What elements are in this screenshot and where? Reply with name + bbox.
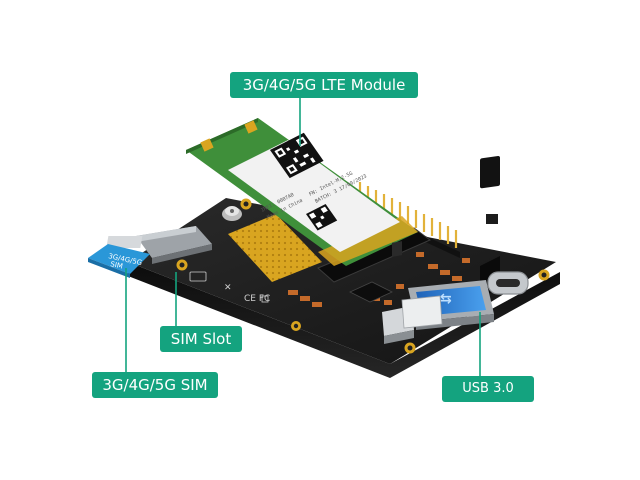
sim-card-callout: 3G/4G/5G SIM bbox=[92, 372, 218, 398]
gold-pad-area bbox=[228, 214, 322, 282]
usb3-callout: USB 3.0 bbox=[442, 376, 534, 402]
qr-code-large bbox=[270, 132, 324, 179]
sim-card-line-2: SIM bbox=[110, 260, 124, 270]
sim-card: 3G/4G/5G SIM bbox=[88, 244, 150, 278]
leader-lines bbox=[125, 98, 481, 376]
qr-code-small bbox=[306, 204, 338, 231]
svg-text:⇆: ⇆ bbox=[440, 291, 452, 307]
silkscreen: ✕ CE FC bbox=[189, 271, 270, 304]
svg-text:✕: ✕ bbox=[224, 283, 232, 293]
svg-text:CE FC: CE FC bbox=[244, 294, 270, 304]
sim-slot bbox=[106, 226, 212, 264]
lte-module-card: FN: Intel-M.2-5G BATCH: 3 17/09/2023 IME… bbox=[186, 118, 418, 266]
usb-c-port bbox=[487, 271, 529, 295]
mounting-holes bbox=[176, 198, 550, 354]
lte-module-callout: 3G/4G/5G LTE Module bbox=[230, 72, 418, 98]
module-label bbox=[228, 140, 400, 252]
ic-chip bbox=[349, 281, 393, 303]
screw-standoff bbox=[222, 206, 242, 221]
side-connector bbox=[401, 295, 443, 329]
sim-slot-callout: SIM Slot bbox=[160, 326, 242, 352]
